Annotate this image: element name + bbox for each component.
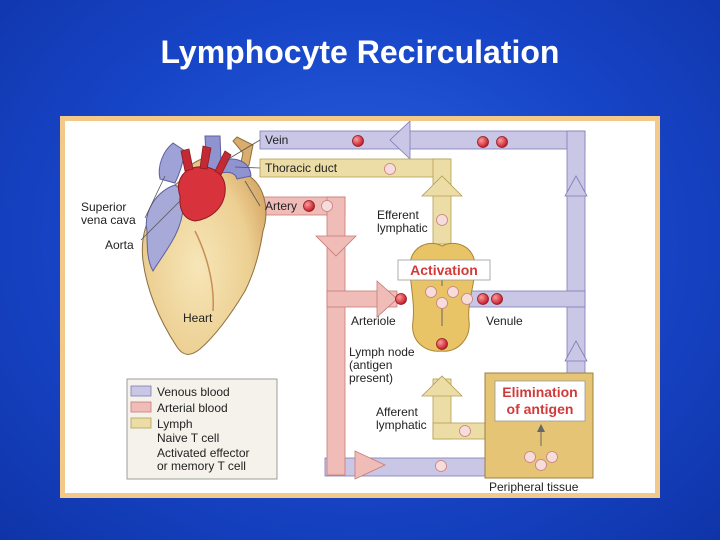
naive-t-cells <box>131 135 508 443</box>
tissue-arrow-head <box>537 424 545 432</box>
afferent-label-2: lymphatic <box>376 418 427 432</box>
legend-activated-label-2: or memory T cell <box>157 459 246 473</box>
activated-t-cells <box>131 163 558 472</box>
svc-label-2: vena cava <box>81 213 136 227</box>
vein-leader-line <box>224 139 261 162</box>
arteriole-label: Arteriole <box>351 314 396 328</box>
naive-cell-lymph-node <box>436 338 448 350</box>
naive-cell-vein-3 <box>496 136 508 148</box>
artery-down-arrow <box>315 235 357 257</box>
vein-left-arrow <box>389 120 411 160</box>
arteriole-right-arrow <box>376 280 398 318</box>
elimination-label-2: of antigen <box>507 401 574 417</box>
lymph-node-label-3: present) <box>349 371 393 385</box>
efferent-up-arrow <box>421 175 463 197</box>
naive-cell-vein-1 <box>352 135 364 147</box>
activated-cell-afferent <box>459 425 471 437</box>
activated-cell-thoracic <box>384 163 396 175</box>
heart-label: Heart <box>183 311 213 325</box>
diagram-canvas: Activation Elimination of antigen <box>65 120 655 494</box>
activated-cell-venule <box>461 293 473 305</box>
legend-naive-label: Naive T cell <box>157 431 219 445</box>
efferent-lymphatic-band <box>432 158 452 245</box>
activated-cell-node-1 <box>425 286 437 298</box>
legend-box <box>126 378 278 480</box>
thoracic-duct-label: Thoracic duct <box>265 161 338 175</box>
naive-cell-artery <box>303 200 315 212</box>
diagram-panel: Activation Elimination of antigen <box>60 116 660 498</box>
slide-title: Lymphocyte Recirculation <box>160 34 560 70</box>
naive-cell-venule-2 <box>491 293 503 305</box>
activated-cell-tissue-3 <box>535 459 547 471</box>
elimination-box <box>494 380 586 422</box>
aorta-label: Aorta <box>105 238 134 252</box>
activated-cell-tissue-1 <box>524 451 536 463</box>
elimination-label-1: Elimination <box>502 384 577 400</box>
aorta-vessel <box>178 166 226 222</box>
venule-label: Venule <box>486 314 523 328</box>
artery-leader-line <box>244 180 261 207</box>
vein-up-arrow-1 <box>564 175 588 197</box>
afferent-up-arrow <box>421 375 463 397</box>
aorta-leader-line <box>140 200 181 241</box>
recirculation-diagram: Activation Elimination of antigen <box>81 120 594 494</box>
legend-activated-label-1: Activated effector <box>157 446 250 460</box>
lymph-node-label-2: (antigen <box>349 358 392 372</box>
activated-cell-tissue-2 <box>546 451 558 463</box>
aortic-branch-2 <box>199 145 212 170</box>
vein-top-band <box>259 130 586 150</box>
legend-venous-swatch <box>130 385 152 397</box>
activated-cell-artery <box>321 200 333 212</box>
activated-cell-efferent <box>436 214 448 226</box>
legend-lymph-swatch <box>130 417 152 429</box>
svc-leader-line <box>144 175 166 219</box>
naive-cell-arteriole <box>395 293 407 305</box>
activated-cell-node-3 <box>436 297 448 309</box>
arterial-paths <box>259 196 398 480</box>
efferent-label-1: Efferent <box>377 208 419 222</box>
afferent-label-1: Afferent <box>376 405 418 419</box>
legend-arterial-swatch <box>130 401 152 413</box>
vein-up-arrow-2 <box>564 340 588 362</box>
naive-cell-venule-1 <box>477 293 489 305</box>
coronary-vessel <box>194 230 215 312</box>
efferent-label-2: lymphatic <box>377 221 428 235</box>
peripheral-tissue-label: Peripheral tissue <box>489 480 579 493</box>
artery-vertical-band <box>326 196 346 476</box>
activated-cell-vein-bottom <box>435 460 447 472</box>
lymph-node-label-1: Lymph node <box>349 345 415 359</box>
activation-label: Activation <box>410 262 478 278</box>
heart-illustration <box>140 135 267 355</box>
legend-venous-label: Venous blood <box>157 385 230 399</box>
artery-label: Artery <box>265 199 297 213</box>
svc-label-1: Superior <box>81 200 126 214</box>
activated-cell-node-2 <box>447 286 459 298</box>
aortic-branch-3 <box>214 150 232 176</box>
activation-box <box>397 259 491 281</box>
vein-label: Vein <box>265 133 288 147</box>
legend-lymph-label: Lymph <box>157 417 193 431</box>
naive-cell-vein-2 <box>477 136 489 148</box>
legend-arterial-label: Arterial blood <box>157 401 228 415</box>
artery-bottom-arrow <box>354 450 386 480</box>
thoracic-leader-line <box>234 166 261 169</box>
aortic-branch-1 <box>180 148 194 172</box>
legend: Venous blood Arterial blood Lymph Naive … <box>126 378 278 480</box>
